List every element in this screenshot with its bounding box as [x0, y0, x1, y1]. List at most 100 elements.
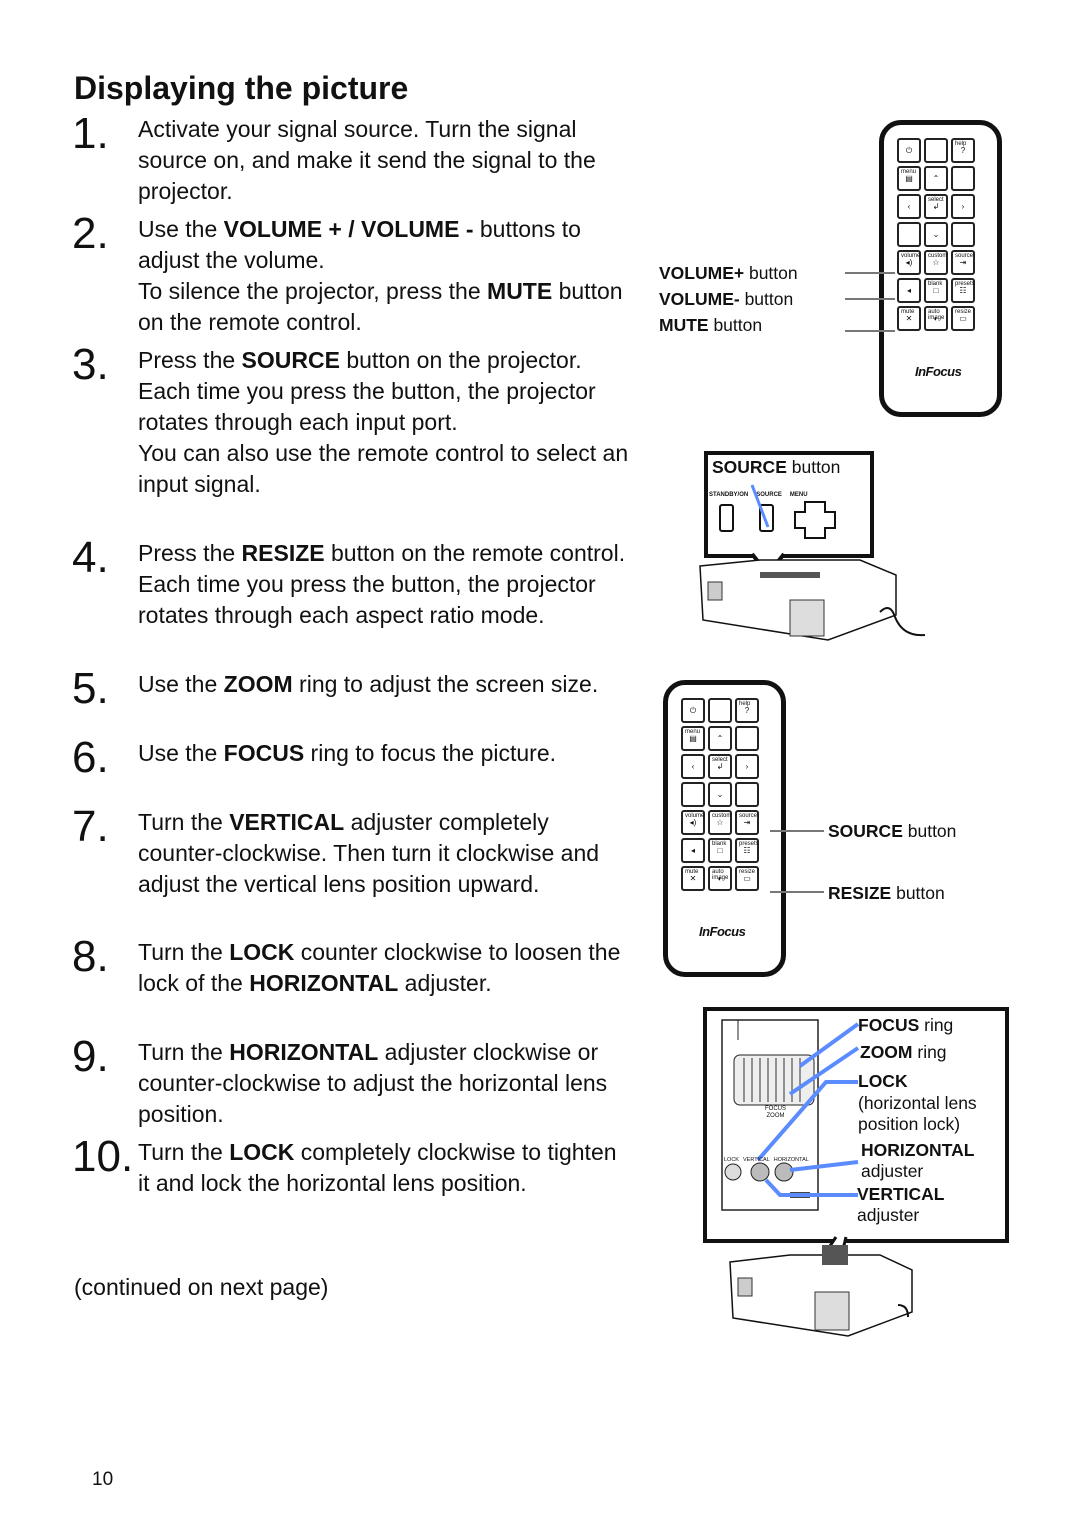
up-arrow-key: ⌃ — [924, 166, 948, 191]
resize-key-caption: resize — [955, 309, 972, 315]
leader-source — [770, 830, 824, 832]
brand-logo-bottom: InFocus — [699, 924, 746, 939]
mute-icon: ✕ — [905, 314, 913, 323]
presets-icon: ☷ — [743, 846, 751, 855]
label-zoom-ring: ZOOM ring — [860, 1042, 947, 1062]
page-title: Displaying the picture — [74, 70, 409, 106]
label-resize-button: RESIZE button — [828, 883, 945, 903]
step-text: Turn the HORIZONTAL adjuster clockwise o… — [138, 1037, 632, 1130]
step-8: 8.Turn the LOCK counter clockwise to loo… — [72, 935, 632, 999]
down-arrow-key: ⌄ — [708, 782, 732, 807]
volume-up-icon: ◂) — [905, 258, 913, 267]
step-paragraph: Press the RESIZE button on the remote co… — [138, 540, 626, 628]
step-2: 2.Use the VOLUME + / VOLUME - buttons to… — [72, 212, 632, 338]
auto-image-key-caption: auto image — [712, 869, 729, 881]
step-text: Use the VOLUME + / VOLUME - buttons to a… — [138, 214, 632, 338]
custom-key-caption: custom — [928, 253, 948, 259]
step-number: 5. — [72, 664, 109, 713]
auto-image-key: auto image◐ — [708, 866, 732, 891]
resize-key-caption: resize — [739, 869, 756, 875]
resize-key: resize▭ — [951, 306, 975, 331]
source-key: source⇥ — [951, 250, 975, 275]
step-text: Turn the LOCK counter clockwise to loose… — [138, 937, 632, 999]
lens-focus-zoom-text: FOCUS ZOOM — [765, 1106, 786, 1120]
step-number: 10. — [72, 1132, 134, 1181]
auto-image-key: auto image◐ — [924, 306, 948, 331]
left-arrow-icon: ‹ — [907, 202, 911, 211]
step-9: 9.Turn the HORIZONTAL adjuster clockwise… — [72, 1035, 632, 1130]
volume-down-icon: ◂ — [690, 846, 695, 855]
step-paragraph: Press the SOURCE button on the projector… — [138, 347, 596, 435]
power-icon: ⏻ — [681, 698, 705, 723]
step-paragraph: You can also use the remote control to s… — [138, 440, 629, 497]
select-key: select↲ — [924, 194, 948, 219]
step-7: 7.Turn the VERTICAL adjuster completely … — [72, 805, 632, 900]
step-paragraph: To silence the projector, press the MUTE… — [138, 278, 623, 335]
page-number: 10 — [92, 1469, 114, 1490]
lens-horizontal-text: HORIZONTAL — [773, 1157, 809, 1163]
lens-bottom-text: LOCK VERTICAL HORIZONTAL — [724, 1157, 809, 1163]
control-panel-drawing — [699, 484, 926, 641]
right-arrow-key: › — [735, 754, 759, 779]
step-paragraph: Use the ZOOM ring to adjust the screen s… — [138, 671, 599, 697]
volume-up-key: volume◂) — [897, 250, 921, 275]
step-text: Press the RESIZE button on the remote co… — [138, 538, 632, 631]
auto-image-icon: ◐ — [717, 874, 723, 883]
right-arrow-icon: › — [745, 762, 749, 771]
custom-icon: ☆ — [932, 258, 940, 267]
custom-key: custom☆ — [708, 810, 732, 835]
custom-key: custom☆ — [924, 250, 948, 275]
left-arrow-key: ‹ — [897, 194, 921, 219]
select-key-caption: select — [928, 197, 944, 203]
left-arrow-key: ‹ — [681, 754, 705, 779]
up-arrow-key: ⌃ — [708, 726, 732, 751]
volume-down-key: ◂ — [681, 838, 705, 863]
help-key-caption: help — [955, 141, 967, 147]
help-icon: ? — [744, 706, 750, 715]
step-number: 4. — [72, 533, 109, 582]
select-icon: ↲ — [932, 202, 940, 211]
label-volume-minus: VOLUME- button — [659, 289, 794, 309]
panel-menu-label: MENU — [789, 492, 808, 498]
presets-key: presets☷ — [735, 838, 759, 863]
panel-btn-labels: STANDBY/ON SOURCE MENU — [709, 492, 829, 498]
auto-image-key-caption: auto image — [928, 309, 945, 321]
blank-key-2: blank□ — [708, 838, 732, 863]
down-arrow-icon: ⌄ — [932, 230, 940, 239]
step-text: Turn the LOCK completely clockwise to ti… — [138, 1137, 632, 1199]
right-arrow-icon: › — [961, 202, 965, 211]
lens-vertical-text: VERTICAL — [742, 1157, 770, 1163]
power-icon-icon: ⏻ — [905, 145, 913, 155]
lens-lock-text: LOCK — [724, 1157, 739, 1163]
down-arrow-key: ⌄ — [924, 222, 948, 247]
step-6: 6.Use the FOCUS ring to focus the pictur… — [72, 736, 632, 780]
help-key: help? — [735, 698, 759, 723]
source-icon: ⇥ — [743, 818, 751, 827]
label-lock-desc: (horizontal lens position lock) — [858, 1093, 977, 1134]
label-lock: LOCK — [858, 1071, 908, 1091]
blank-key — [897, 222, 921, 247]
resize-icon: ▭ — [743, 874, 751, 883]
label-volume-plus: VOLUME+ button — [659, 263, 798, 283]
remote-key-grid: ⏻help?menu▤⌃‹select↲›⌄volume◂)custom☆sou… — [897, 138, 975, 331]
label-horizontal-desc: adjuster — [861, 1161, 924, 1181]
brand-logo-top: InFocus — [915, 364, 962, 379]
mute-icon: ✕ — [689, 874, 697, 883]
power-icon: ⏻ — [897, 138, 921, 163]
right-arrow-key: › — [951, 194, 975, 219]
control-panel-callout — [704, 451, 874, 558]
lens-focus-text: FOCUS — [765, 1106, 786, 1112]
continued-note: (continued on next page) — [74, 1274, 329, 1300]
menu-icon: ▤ — [689, 734, 697, 743]
step-number: 3. — [72, 340, 109, 389]
panel-source-label: SOURCE — [756, 492, 782, 498]
step-text: Activate your signal source. Turn the si… — [138, 114, 632, 207]
step-5: 5. Use the ZOOM ring to adjust the screen… — [72, 667, 632, 711]
presets-key-caption: presets — [955, 281, 975, 287]
step-10: 10.Turn the LOCK completely clockwise to… — [72, 1132, 632, 1199]
label-mute: MUTE button — [659, 315, 763, 335]
menu-key: menu▤ — [681, 726, 705, 751]
blank-key — [735, 782, 759, 807]
source-icon: ⇥ — [959, 258, 967, 267]
select-key: select↲ — [708, 754, 732, 779]
